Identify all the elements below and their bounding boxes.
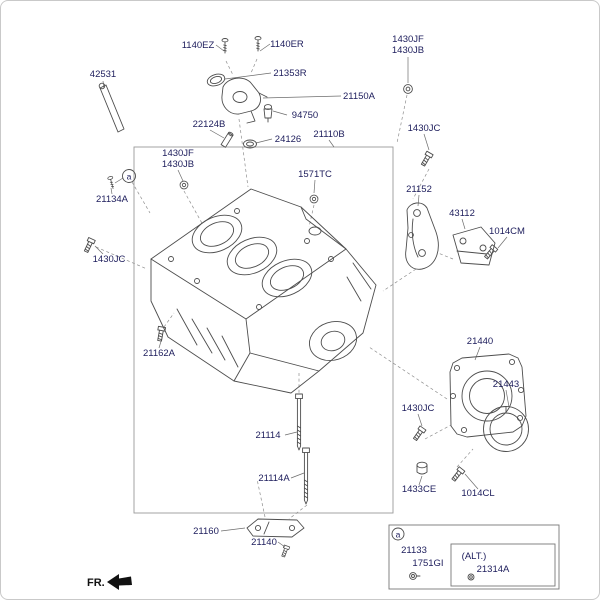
part-drawing-94750-switch [263, 104, 273, 123]
part-label-21353r: 21353R [273, 68, 306, 79]
part-label-1430jb-left: 1430JB [162, 159, 194, 170]
engine-block-drawing [150, 188, 377, 394]
bolt-1014cl [450, 466, 466, 483]
part-drawing-water-inlet-21150a [206, 73, 268, 124]
part-label-1430jf-top: 1430JF [392, 34, 424, 45]
part-label-1140er: 1140ER [270, 39, 304, 50]
bolt-21114a [302, 447, 310, 505]
part-label-21114: 21114 [255, 430, 280, 441]
bolt-21140 [280, 544, 291, 558]
part-drawing-42531-guide [98, 82, 125, 133]
bolt-21114 [295, 393, 303, 451]
part-label-94750: 94750 [292, 110, 318, 121]
inset-outer-box [388, 524, 560, 590]
stud-1140ez [221, 38, 229, 54]
part-label-1430jc-right: 1430JC [408, 123, 441, 134]
part-icon-21314a [467, 573, 475, 581]
part-drawing-21152-pipe [405, 202, 439, 270]
part-label-21160: 21160 [193, 526, 219, 537]
part-drawing-21440-housing [449, 353, 527, 438]
construction-lines [95, 58, 474, 520]
part-label-21150a: 21150A [343, 91, 376, 102]
marker-a-left-circle [122, 169, 136, 183]
part-label-1014cm: 1014CM [489, 226, 525, 237]
part-label-21314a: 21314A [477, 564, 510, 575]
part-label-21162a: 21162A [143, 348, 176, 359]
marker-a-left: a [127, 172, 132, 182]
part-label-21140: 21140 [251, 537, 277, 548]
part-drawing-21160-bracket [246, 518, 305, 538]
marker-a-inset-circle [391, 527, 405, 541]
inset-alt-box [450, 543, 556, 587]
bolt-1430jc-left [82, 237, 96, 254]
part-label-21133: 21133 [401, 545, 427, 556]
part-icon-1751gi [409, 572, 421, 580]
part-label-21440: 21440 [467, 336, 493, 347]
part-label-21114a: 21114A [258, 473, 290, 484]
fr-arrow-icon [107, 574, 132, 590]
bolt-1430jc-bottom [411, 425, 427, 442]
stud-21134a [107, 175, 116, 190]
part-label-24126: 24126 [275, 134, 301, 145]
part-drawing-21443-seal [483, 406, 529, 452]
part-label-21152: 21152 [406, 184, 432, 195]
part-label-21134a: 21134A [96, 194, 129, 205]
part-drawing-24126-gasket [243, 139, 257, 149]
stud-1140er [254, 36, 262, 52]
alt-label: (ALT.) [462, 551, 487, 562]
fasteners [82, 36, 499, 558]
fr-direction-marker: FR. [87, 574, 132, 590]
plug-1571tc [309, 194, 319, 204]
part-drawing-1433ce-plug [416, 461, 428, 475]
part-label-22124b: 22124B [193, 119, 226, 130]
marker-a-inset: a [396, 530, 401, 540]
plug-1430jf-left [179, 180, 189, 190]
inset-detail-box: a 21133 1751GI (ALT.) 21314A [388, 524, 560, 590]
part-label-21443: 21443 [493, 379, 519, 390]
part-label-42531: 42531 [90, 69, 116, 80]
part-label-21110b: 21110B [313, 129, 344, 140]
bolt-1430jc-right [419, 150, 434, 168]
part-label-1430jf-left: 1430JF [162, 148, 194, 159]
leader-lines [94, 43, 510, 548]
part-label-1430jb-top: 1430JB [392, 45, 424, 56]
plug-1430jf-top [403, 84, 413, 94]
part-label-1751gi: 1751GI [412, 558, 443, 569]
part-label-43112: 43112 [449, 208, 475, 219]
part-label-1140ez: 1140EZ [182, 40, 215, 51]
part-labels: 1140EZ 1140ER 1430JF 1430JB 42531 21353R… [90, 34, 525, 548]
part-label-1571tc: 1571TC [298, 169, 332, 180]
part-label-1014cl: 1014CL [461, 488, 494, 499]
part-label-1430jc-left: 1430JC [93, 254, 126, 265]
part-label-1433ce: 1433CE [402, 484, 436, 495]
fr-label: FR. [87, 577, 105, 589]
part-label-1430jc-bottom: 1430JC [402, 403, 435, 414]
part-drawing-22124b-dowel [220, 131, 234, 148]
assembly-boundary-box [133, 146, 394, 514]
